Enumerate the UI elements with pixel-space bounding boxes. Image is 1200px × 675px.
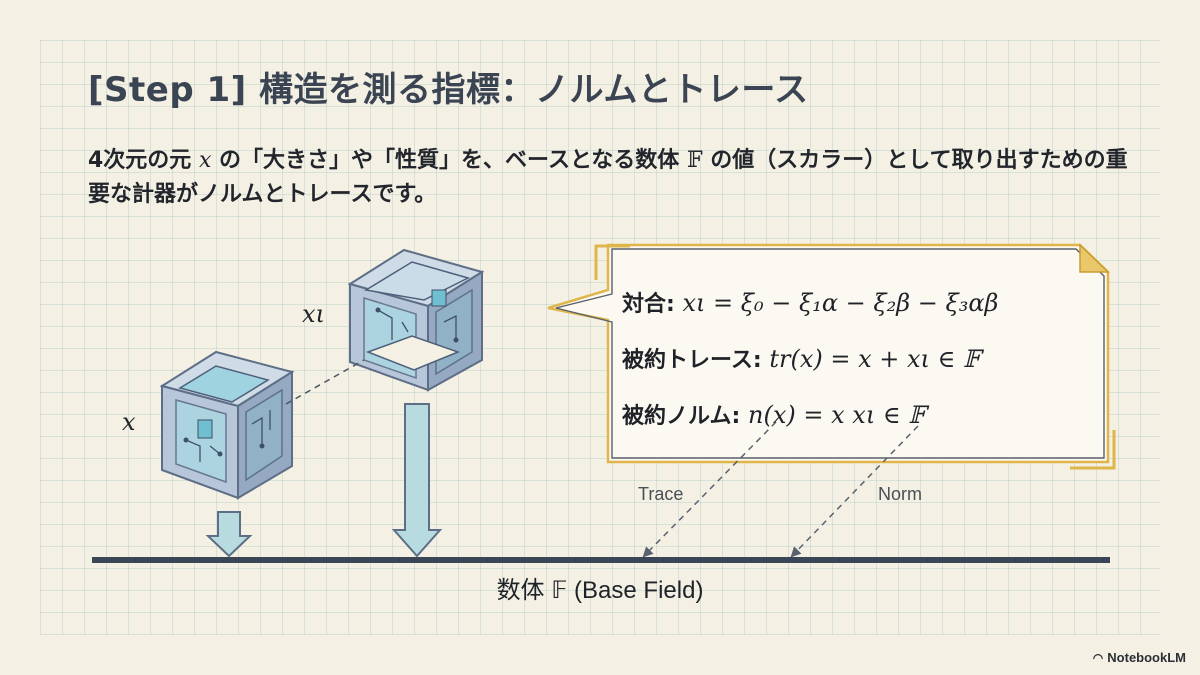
norm-arrow-label: Norm xyxy=(878,484,922,504)
lead-text-1: 4次元の元 xyxy=(88,148,199,173)
down-arrow-xi-icon xyxy=(391,403,443,558)
trace-formula: tr(x) = x + xι ∈ 𝔽 xyxy=(769,345,981,373)
conjugate-line: 対合: xι = ξ₀ − ξ₁α − ξ₂β − ξ₃αβ xyxy=(622,286,998,318)
trace-label: 被約トレース: xyxy=(622,348,770,373)
trace-line: 被約トレース: tr(x) = x + xι ∈ 𝔽 xyxy=(622,342,980,374)
lead-text-3: の値（スカラー）として取り出すための重要な計器がノルムとトレースです。 xyxy=(88,148,1128,207)
conjugate-formula: xι = ξ₀ − ξ₁α − ξ₂β − ξ₃αβ xyxy=(682,289,999,317)
norm-arrow xyxy=(790,425,919,558)
brand-name: NotebookLM xyxy=(1107,650,1186,665)
lead-paragraph: 4次元の元 x の「大きさ」や「性質」を、ベースとなる数体 𝔽 の値（スカラー）… xyxy=(88,144,1128,212)
base-field-label: 数体 𝔽 (Base Field) xyxy=(496,577,704,604)
norm-line: 被約ノルム: n(x) = x xι ∈ 𝔽 xyxy=(622,398,925,430)
cube-x-icon xyxy=(159,350,295,500)
lead-text-2: の「大きさ」や「性質」を、ベースとなる数体 xyxy=(211,148,687,173)
callout-box xyxy=(547,243,1116,470)
cube-xi-icon xyxy=(347,248,485,392)
norm-formula: n(x) = x xι ∈ 𝔽 xyxy=(748,401,926,429)
lead-variable-x: x xyxy=(198,148,212,173)
trace-arrow xyxy=(642,421,777,558)
brand-watermark: ◠NotebookLM xyxy=(1093,650,1186,665)
conjugate-label: 対合: xyxy=(622,292,683,317)
norm-label: 被約ノルム: xyxy=(622,404,749,429)
cube-label-xi: xι xyxy=(302,300,325,328)
down-arrow-x-icon xyxy=(205,511,253,558)
cube-label-x: x xyxy=(122,408,136,436)
lead-field-symbol: 𝔽 xyxy=(686,148,703,173)
cube-link-line xyxy=(285,359,365,405)
trace-arrow-label: Trace xyxy=(638,484,684,504)
notebooklm-logo-icon: ◠ xyxy=(1092,651,1104,665)
page-title: [Step 1] 構造を測る指標：ノルムとトレース xyxy=(88,70,809,110)
